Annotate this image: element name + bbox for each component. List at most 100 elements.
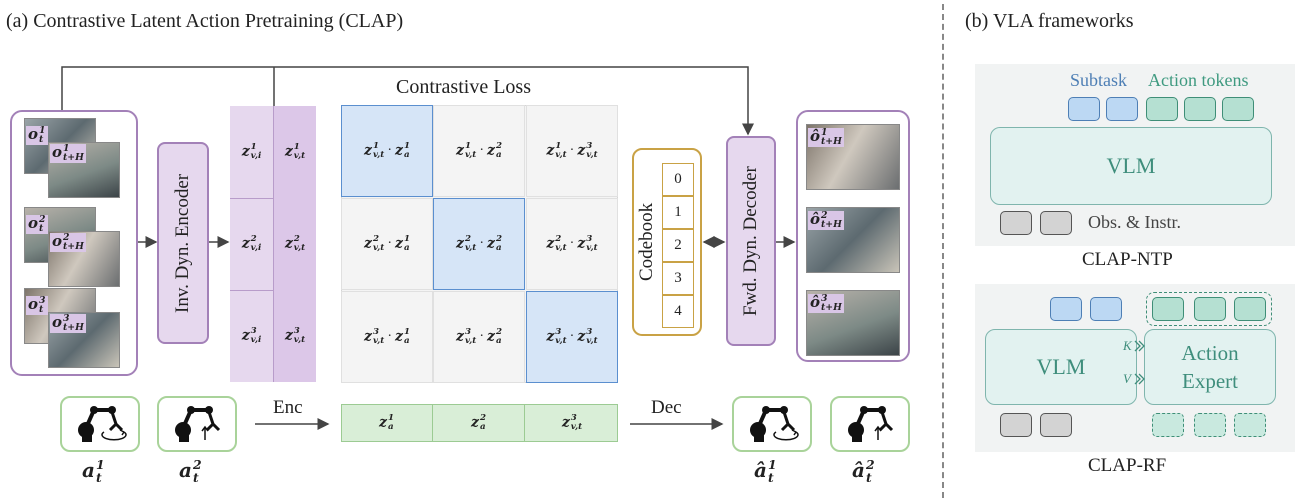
ntp-subtask-label: Subtask	[1070, 70, 1128, 90]
rf-k-label: K	[1123, 338, 1132, 353]
ntp-action-token-1	[1146, 97, 1178, 121]
ntp-subtask-token-1	[1068, 97, 1100, 121]
rf-noise-token-1	[1152, 413, 1184, 437]
robot-arm-icon	[169, 400, 225, 449]
output-observations-box	[796, 110, 910, 362]
codebook-entry-3: 3	[662, 262, 694, 295]
ntp-obs-token-1	[1000, 211, 1032, 235]
latent-column-divider	[273, 106, 274, 382]
rf-noise-token-3	[1234, 413, 1266, 437]
rf-noise-token-2	[1194, 413, 1226, 437]
input-observations-box	[10, 110, 138, 376]
rf-action-token-group	[1146, 292, 1272, 326]
dot-operator: ·	[479, 143, 484, 158]
codebook-box	[632, 148, 702, 336]
ntp-obs-label: Obs. & Instr.	[1088, 212, 1182, 232]
ntp-vlm-label: VLM	[1106, 153, 1156, 178]
ntp-subtask-token-2	[1106, 97, 1138, 121]
rf-expert-label-line2: Expert	[1182, 369, 1238, 393]
rf-vlm-block: VLM	[985, 329, 1137, 405]
output-action-1-robot-box	[732, 396, 812, 452]
rf-kv-chevrons	[1134, 340, 1145, 385]
codebook-entry-2: 2	[662, 229, 694, 262]
rf-expert-label-line1: Action	[1181, 341, 1239, 365]
dot-operator: ·	[387, 236, 392, 251]
input-action-2-robot-box	[157, 396, 237, 452]
dec-label: Dec	[651, 397, 682, 418]
ntp-action-token-2	[1184, 97, 1216, 121]
rf-vlm-label: VLM	[1036, 354, 1086, 379]
input-action-1-robot-box	[60, 396, 140, 452]
ntp-caption: CLAP-NTP	[1082, 249, 1173, 270]
rf-action-token-3	[1234, 297, 1266, 321]
rf-v-label: V	[1123, 371, 1131, 386]
dot-operator: ·	[479, 329, 484, 344]
latent-column-t-highlight	[274, 106, 316, 382]
robot-arm-icon	[744, 400, 800, 449]
inverse-dynamics-encoder: Inv. Dyn. Encoder	[157, 142, 209, 344]
ntp-vlm-block: VLM	[990, 127, 1272, 205]
robot-arm-icon	[842, 400, 898, 449]
rf-obs-token-2	[1040, 413, 1072, 437]
rf-subtask-token-1	[1050, 297, 1082, 321]
forward-dynamics-decoder: Fwd. Dyn. Decoder	[726, 136, 776, 346]
dot-operator: ·	[569, 143, 575, 158]
